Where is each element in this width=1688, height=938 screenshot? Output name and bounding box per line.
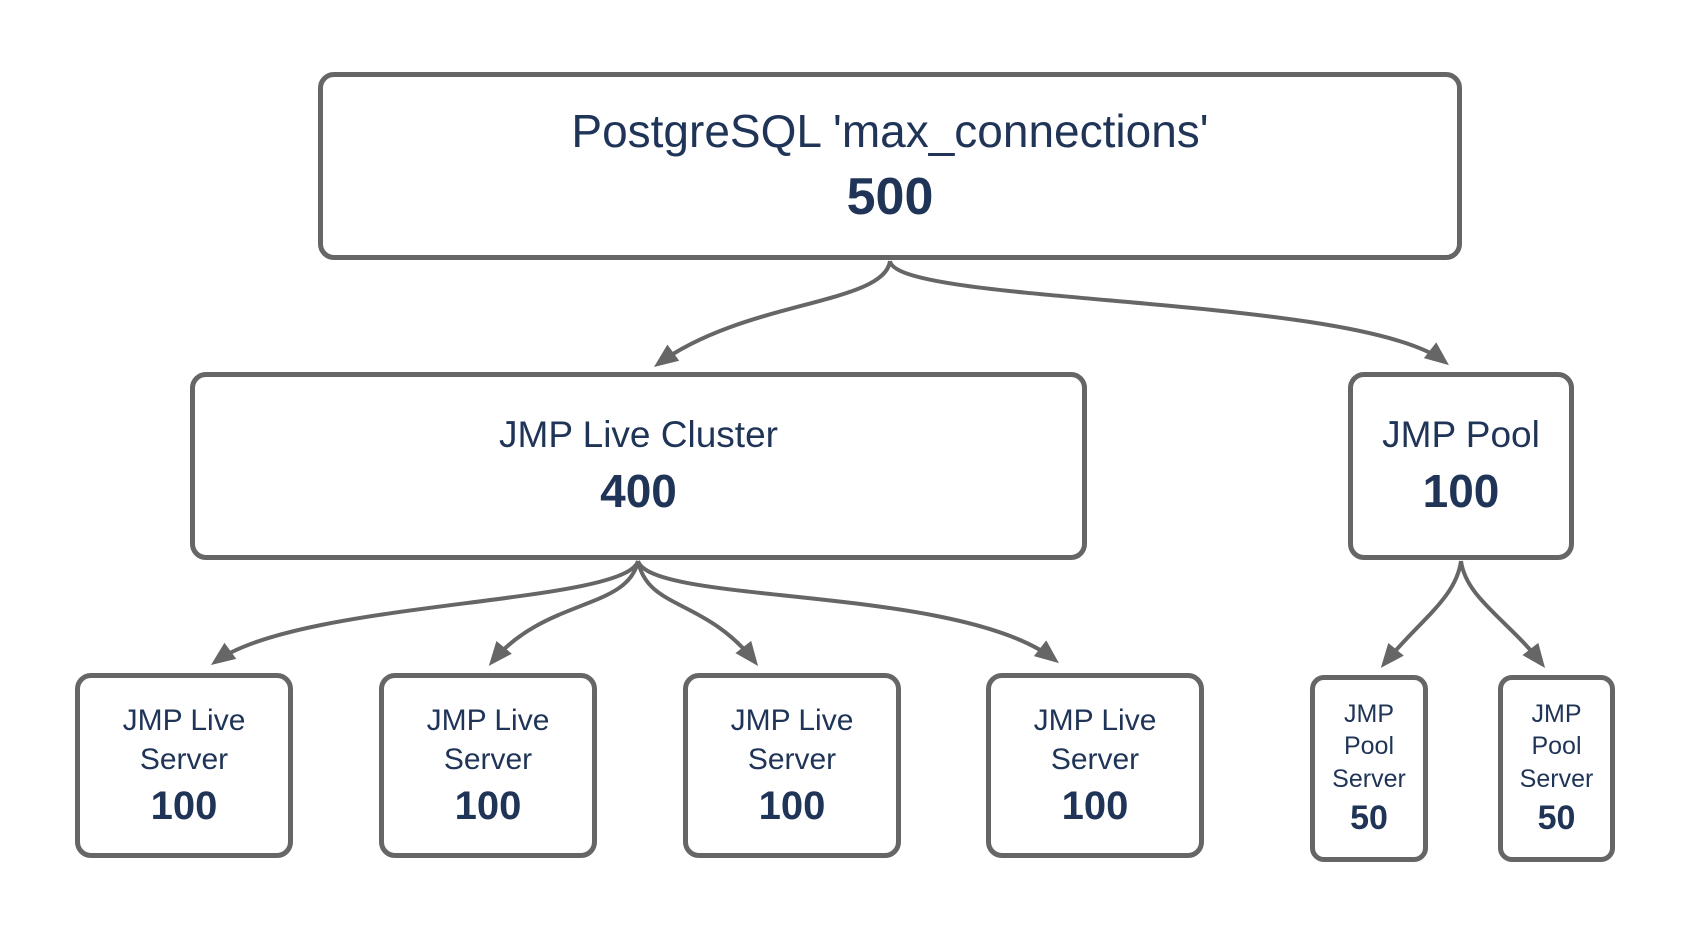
edge-cluster-to-live-server-3 bbox=[636, 560, 759, 666]
edge-cluster-to-live-server-4 bbox=[636, 560, 1059, 664]
node-label: JMP Live Server bbox=[1033, 703, 1157, 776]
node-label: JMP Live Server bbox=[122, 703, 246, 776]
node-postgresql-max-connections: PostgreSQL 'max_connections' 500 bbox=[318, 72, 1462, 260]
node-value: 100 bbox=[1061, 783, 1129, 828]
node-jmp-live-server-4: JMP Live Server 100 bbox=[986, 673, 1204, 858]
node-value: 100 bbox=[758, 783, 826, 828]
node-label: JMP Live Server bbox=[730, 703, 854, 776]
node-jmp-live-server-1: JMP Live Server 100 bbox=[75, 673, 293, 858]
node-value: 50 bbox=[1350, 799, 1388, 837]
node-value: 50 bbox=[1537, 799, 1576, 837]
edge-cluster-to-live-server-2 bbox=[488, 560, 640, 666]
node-value: 100 bbox=[1422, 465, 1500, 518]
node-label: JMP Pool bbox=[1382, 414, 1540, 456]
node-label: JMP Pool Server bbox=[1332, 699, 1406, 793]
node-value: 400 bbox=[600, 465, 677, 518]
edge-root-to-pool bbox=[888, 260, 1449, 366]
edge-cluster-to-live-server-1 bbox=[210, 560, 640, 665]
node-jmp-live-server-2: JMP Live Server 100 bbox=[379, 673, 597, 858]
node-jmp-live-server-3: JMP Live Server 100 bbox=[683, 673, 901, 858]
node-label: JMP Pool Server bbox=[1519, 699, 1594, 793]
node-jmp-pool: JMP Pool 100 bbox=[1348, 372, 1574, 560]
node-value: 500 bbox=[846, 168, 934, 227]
edge-root-to-cluster bbox=[653, 260, 892, 367]
node-label: PostgreSQL 'max_connections' bbox=[571, 104, 1209, 157]
edge-pool-to-pool-server-1 bbox=[1380, 560, 1463, 668]
node-label: JMP Live Cluster bbox=[499, 414, 778, 456]
node-label: JMP Live Server bbox=[426, 703, 550, 776]
node-value: 100 bbox=[454, 783, 522, 828]
edge-pool-to-pool-server-2 bbox=[1459, 560, 1546, 668]
node-value: 100 bbox=[150, 783, 218, 828]
node-jmp-pool-server-2: JMP Pool Server 50 bbox=[1498, 675, 1615, 862]
node-jmp-pool-server-1: JMP Pool Server 50 bbox=[1310, 675, 1428, 862]
node-jmp-live-cluster: JMP Live Cluster 400 bbox=[190, 372, 1087, 560]
